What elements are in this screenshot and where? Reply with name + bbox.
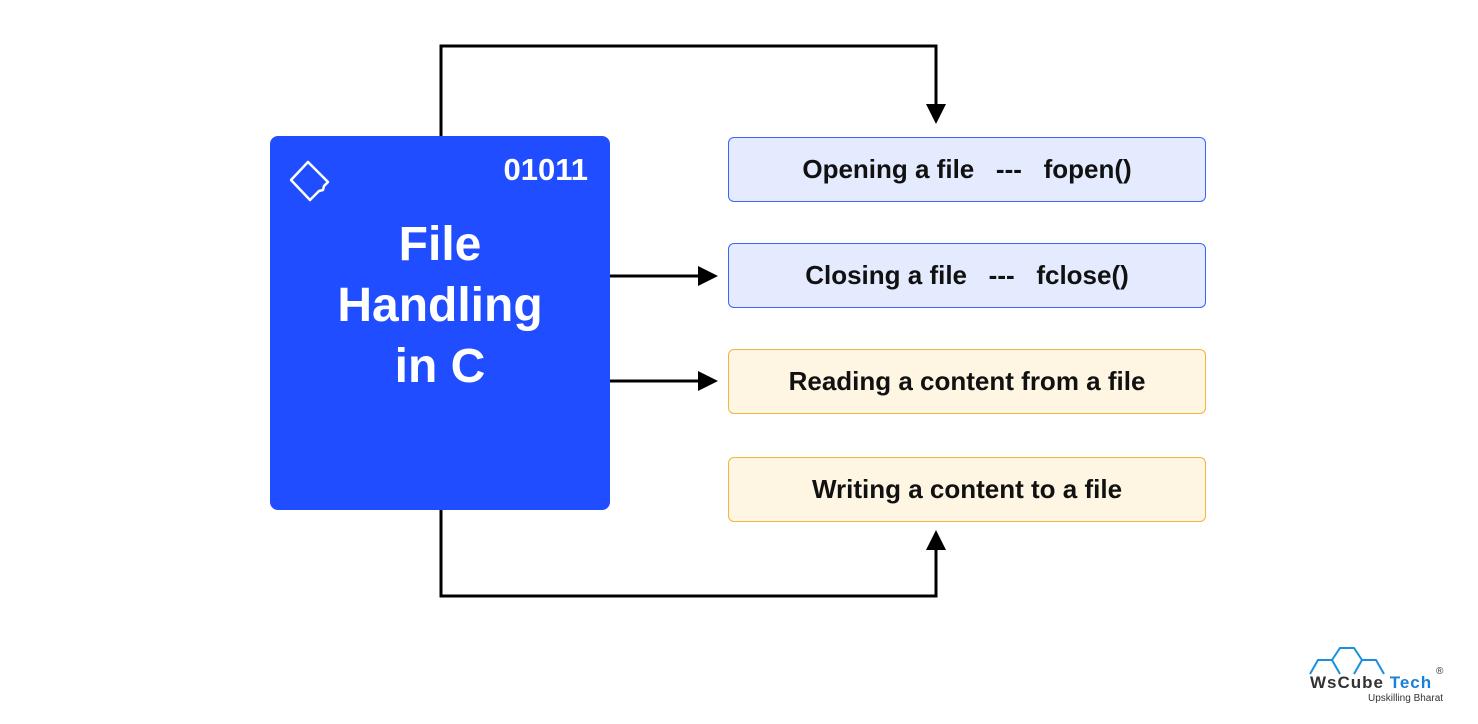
operation-write: Writing a content to a file — [728, 457, 1206, 522]
connector-bottom — [439, 510, 938, 598]
logo-brand: WsCube Tech — [1310, 673, 1433, 692]
operation-close: Closing a file --- fclose() — [728, 243, 1206, 308]
operation-open: Opening a file --- fopen() — [728, 137, 1206, 202]
operation-read: Reading a content from a file — [728, 349, 1206, 414]
registered-mark: ® — [1436, 666, 1444, 677]
logo-tagline: Upskilling Bharat — [1368, 693, 1444, 704]
title-line: in C — [394, 340, 486, 393]
binary-code: 01011 — [503, 152, 589, 187]
title-line: Handling — [337, 279, 543, 332]
arrowhead-read — [698, 371, 718, 391]
arrowhead-close — [698, 266, 718, 286]
main-title: File Handling in C — [270, 214, 610, 397]
file-handling-box: 01011 File Handling in C — [270, 136, 610, 510]
connector-top — [439, 44, 938, 136]
wscube-logo: WsCube Tech ® Upskilling Bharat — [1306, 646, 1476, 706]
file-icon — [289, 160, 330, 202]
hexagon-logo-icon — [1309, 647, 1385, 675]
title-line: File — [398, 218, 482, 271]
arrowhead-write — [926, 530, 946, 550]
arrowhead-open — [926, 104, 946, 124]
